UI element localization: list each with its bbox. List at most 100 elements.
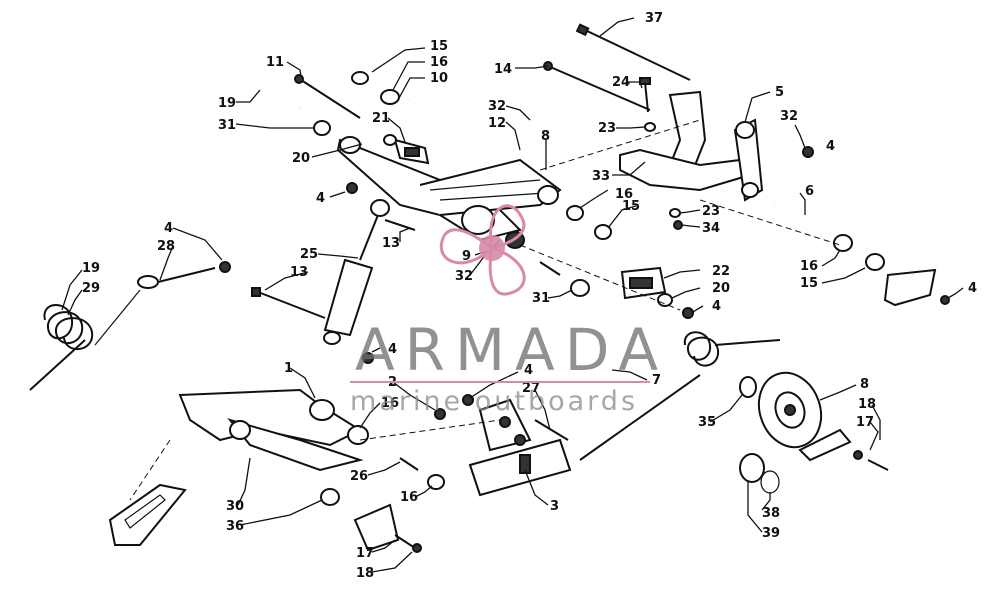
callout-8: 8	[541, 129, 550, 144]
guide-line-3	[359, 419, 501, 441]
nut-2	[434, 408, 446, 420]
callout-16: 16	[381, 396, 399, 411]
callout-15: 15	[430, 39, 448, 54]
callout-6: 6	[805, 184, 814, 199]
callout-17: 17	[356, 546, 374, 561]
callout-4: 4	[316, 191, 325, 206]
callout-23: 23	[598, 121, 616, 136]
guide-line-5	[129, 439, 171, 501]
nut-4-upper-right	[802, 146, 814, 158]
callout-24: 24	[612, 75, 630, 90]
rail-clip-3	[468, 398, 572, 497]
callout-26: 26	[350, 469, 368, 484]
callout-30: 30	[226, 499, 244, 514]
callout-19: 19	[218, 96, 236, 111]
callout-15: 15	[800, 276, 818, 291]
washer-23-34	[669, 208, 681, 218]
callout-38: 38	[762, 506, 780, 521]
bushing-16-lower	[427, 474, 445, 490]
eye-bolt-28	[137, 261, 231, 289]
callout-16: 16	[430, 55, 448, 70]
axle-plate-17-18	[798, 428, 889, 471]
callout-9: 9	[462, 249, 471, 264]
callout-7: 7	[652, 373, 661, 388]
callout-4: 4	[524, 363, 533, 378]
lower-bracket-17-18	[353, 503, 422, 553]
callout-34: 34	[702, 221, 720, 236]
callout-27: 27	[522, 381, 540, 396]
callout-28: 28	[157, 239, 175, 254]
callout-13: 13	[382, 236, 400, 251]
callout-31: 31	[532, 291, 550, 306]
callout-4: 4	[712, 299, 721, 314]
callout-18: 18	[858, 397, 876, 412]
rod-19-upper	[238, 73, 302, 111]
guide-line-4	[699, 199, 841, 246]
callout-32: 32	[455, 269, 473, 284]
callout-16: 16	[800, 259, 818, 274]
bushing-31-upper	[313, 120, 331, 136]
bracket-21	[393, 138, 430, 165]
callout-33: 33	[592, 169, 610, 184]
callout-15: 15	[622, 199, 640, 214]
tube-6	[772, 200, 833, 237]
callout-1: 1	[284, 361, 293, 376]
bolt-11	[294, 74, 361, 119]
retaining-ring-38	[760, 470, 780, 494]
callout-4: 4	[164, 221, 173, 236]
spring-29-left	[29, 289, 141, 391]
callout-31: 31	[218, 118, 236, 133]
propeller-logo-icon	[439, 204, 526, 296]
callout-3: 3	[550, 499, 559, 514]
pin-center	[539, 261, 561, 276]
pin-26	[399, 457, 419, 471]
parts-illustration	[29, 23, 950, 553]
washer-20-center	[657, 293, 673, 307]
callout-18: 18	[356, 566, 374, 581]
callout-5: 5	[775, 85, 784, 100]
callout-39: 39	[762, 526, 780, 541]
callout-14: 14	[494, 62, 512, 77]
lower-arm-1	[178, 388, 369, 472]
bolt-13-lower	[251, 287, 326, 319]
nut-4-shock-lower	[362, 352, 374, 364]
spring-7-right	[579, 331, 781, 461]
watermark-title: ARMADA	[355, 316, 668, 384]
callout-32: 32	[488, 99, 506, 114]
watermark: ARMADA marine outboards	[350, 204, 668, 417]
callout-37: 37	[645, 11, 663, 26]
bracket-22	[620, 266, 667, 300]
washer-35	[739, 376, 757, 398]
nut-4-shock	[346, 182, 358, 194]
callout-36: 36	[226, 519, 244, 534]
bushing-15-right	[865, 253, 885, 271]
guide-line-2	[519, 244, 681, 311]
callout-13: 13	[290, 265, 308, 280]
bushing-15-center	[594, 224, 612, 240]
bearing-39	[739, 453, 765, 483]
callout-labels: 37 15 16 10 11 14 24 5 32 19 31 21 32 12…	[82, 11, 977, 581]
bolt-27	[534, 419, 569, 441]
upper-arm-12	[336, 136, 562, 249]
bolt-13-upper	[384, 219, 416, 231]
callout-32: 32	[780, 109, 798, 124]
callout-8: 8	[860, 377, 869, 392]
callout-35: 35	[698, 415, 716, 430]
handle-loop	[108, 483, 187, 546]
callout-4: 4	[388, 342, 397, 357]
callout-20: 20	[712, 281, 730, 296]
bushing-15-16-10	[351, 71, 432, 122]
callout-16: 16	[615, 187, 633, 202]
callout-22: 22	[712, 264, 730, 279]
washer-20-upper	[383, 134, 397, 146]
callout-16: 16	[400, 490, 418, 505]
guide-line-1	[539, 119, 701, 171]
callout-23: 23	[702, 204, 720, 219]
leader-lines	[61, 17, 964, 573]
rear-bracket-5-33	[619, 90, 764, 202]
callout-17: 17	[856, 415, 874, 430]
watermark-subtitle: marine outboards	[350, 386, 638, 417]
callout-19: 19	[82, 261, 100, 276]
callout-11: 11	[266, 55, 284, 70]
